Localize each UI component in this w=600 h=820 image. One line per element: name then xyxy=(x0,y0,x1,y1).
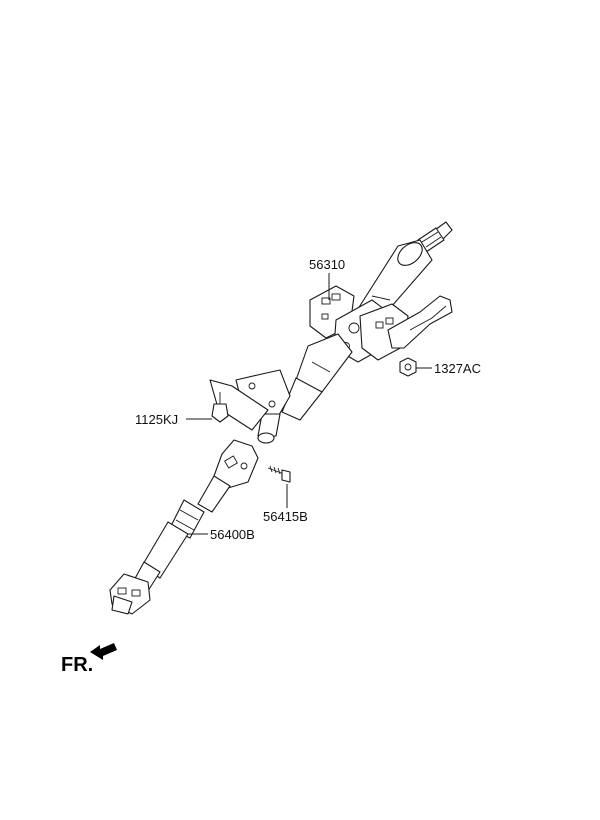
label-nut: 1327AC xyxy=(434,361,481,376)
bolt-joint-part xyxy=(267,465,291,483)
bolt-upper-part xyxy=(209,379,269,431)
leader-lines xyxy=(186,273,432,535)
label-intermediate-shaft: 56400B xyxy=(210,527,255,542)
nut-part xyxy=(399,357,417,377)
steering-column-assembly xyxy=(235,221,453,444)
label-column-assembly: 56310 xyxy=(309,257,345,272)
front-arrow-icon xyxy=(90,643,117,660)
front-direction-marker: FR. xyxy=(61,643,117,676)
intermediate-shaft-assembly xyxy=(109,439,259,615)
label-bolt-upper: 1125KJ xyxy=(135,412,178,427)
front-label: FR. xyxy=(61,654,93,676)
label-bolt-joint: 56415B xyxy=(263,509,308,524)
